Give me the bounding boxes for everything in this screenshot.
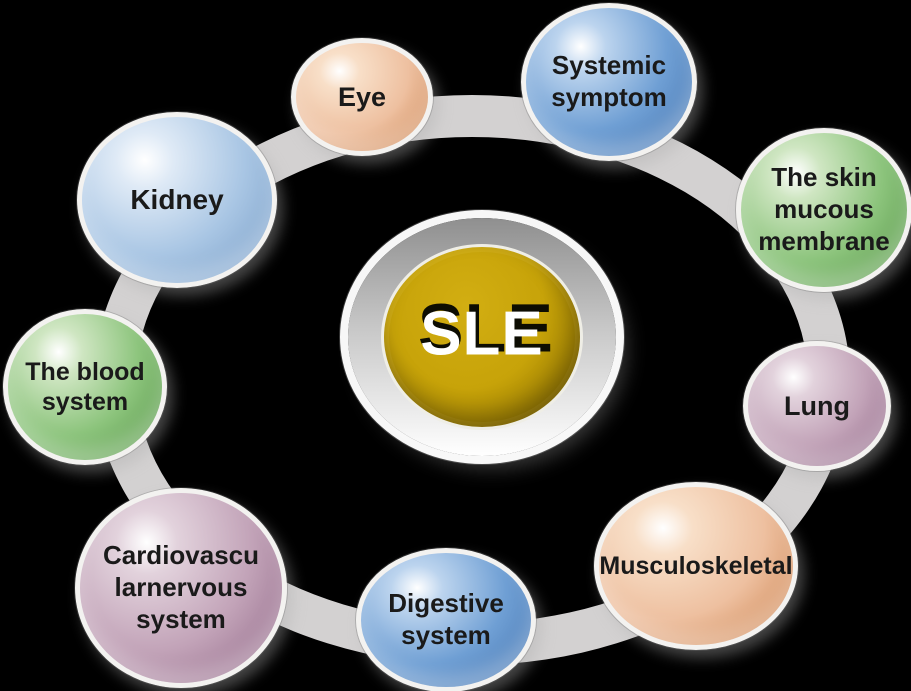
sle-center-medallion: SLE SLE [348,218,616,456]
node-label: The skin mucous membrane [758,162,890,256]
sle-center-gold-disc: SLE SLE [381,244,583,430]
node-label: Lung [784,390,850,421]
node-eye: Eye [291,38,433,156]
node-label: The blood system [25,357,145,417]
node-label: Eye [337,81,387,112]
node-skin-mucous-membrane: The skin mucous membrane [736,128,911,292]
node-label: Systemic symptom [551,50,667,112]
node-musculoskeletal: Musculoskeletal [594,482,798,650]
node-label: Musculoskeletal [599,551,793,580]
node-digestive-system: Digestive system [356,548,536,691]
node-blood-system: The blood system [3,309,167,465]
node-kidney: Kidney [77,112,277,288]
node-label: Digestive system [388,588,504,650]
node-systemic-symptom: Systemic symptom [521,3,697,161]
node-lung: Lung [743,341,891,471]
node-label: Cardiovascu larnervous system [102,540,260,634]
sle-label: SLE [420,299,544,369]
node-label: Kidney [130,183,224,215]
node-cardiovascular-nervous-system: Cardiovascu larnervous system [75,488,287,688]
sle-label-shadow: SLE [418,291,554,368]
